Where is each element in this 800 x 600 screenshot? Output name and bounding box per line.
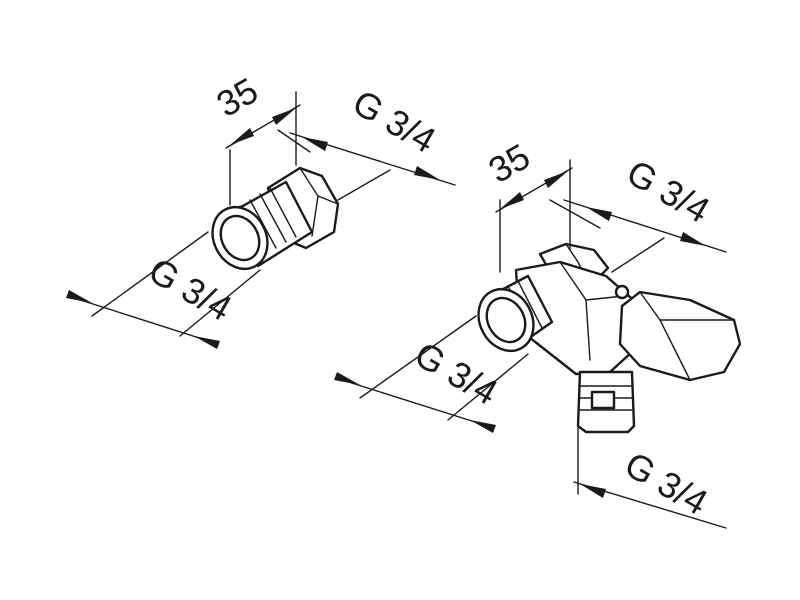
valve-body: [514, 260, 640, 376]
adapter-dim-inlet-line: [67, 295, 219, 345]
adapter-thread-4: [269, 187, 297, 238]
valve-dim-length-arrow-1: [500, 192, 524, 209]
adapter-dim-outlet-ext-1: [277, 129, 311, 153]
valve-dim-inlet-ext-2: [447, 353, 529, 421]
valve-dim-bottom-arrow: [580, 484, 606, 498]
valve-dim-inlet-arrow-1: [334, 372, 360, 385]
adapter-dim-inlet-arrow-1: [66, 290, 92, 303]
valve-dim-outlet-arrow-2: [680, 232, 706, 246]
adapter-outlet-thread-label: G 3/4: [346, 81, 443, 161]
valve-dim-inlet-line: [335, 377, 495, 429]
valve-outlet-thread-label: G 3/4: [620, 151, 717, 231]
adapter-length-label: 35: [210, 69, 265, 125]
adapter-hex-edge-2: [317, 195, 339, 205]
angle-valve: [477, 242, 742, 434]
adapter-dim-inlet-ext-2: [179, 269, 261, 337]
adapter-dim-length-arrow-2: [272, 108, 296, 125]
adapter-dim-inlet-arrow-2: [194, 336, 220, 349]
valve-dim-outlet-ext-2: [611, 237, 665, 273]
adapter-face-inner: [219, 214, 261, 262]
valve-dim-outlet-ext-1: [549, 199, 601, 229]
valve-bottom-thread-label: G 3/4: [618, 443, 715, 523]
adapter-dim-inlet-ext-1: [91, 231, 209, 317]
valve-dim-length-arrow-2: [544, 171, 568, 188]
adapter-dim-outlet-arrow-1: [302, 137, 328, 151]
adapter-thread-3: [259, 193, 287, 243]
valve-inlet-face-inner: [485, 296, 527, 344]
valve-length-label: 35: [482, 135, 537, 191]
adapter-dim-outlet-arrow-2: [414, 166, 440, 180]
valve-bottom-slot: [590, 390, 616, 410]
valve-inlet-thread-3: [517, 280, 543, 329]
valve-handle: [618, 290, 742, 382]
valve-dim-bottom: G 3/4: [573, 427, 727, 529]
adapter-fitting: [211, 166, 340, 270]
valve-inlet-thread-label: G 3/4: [408, 333, 505, 413]
adapter-dim-length-arrow-1: [230, 128, 254, 145]
adapter-dim-outlet-ext-2: [337, 169, 391, 201]
valve-dim-inlet-arrow-2: [470, 420, 496, 433]
valve-dim-outlet-arrow-1: [586, 207, 612, 221]
valve-body-hole: [614, 284, 630, 300]
valve-dim-inlet-ext-1: [359, 315, 477, 399]
